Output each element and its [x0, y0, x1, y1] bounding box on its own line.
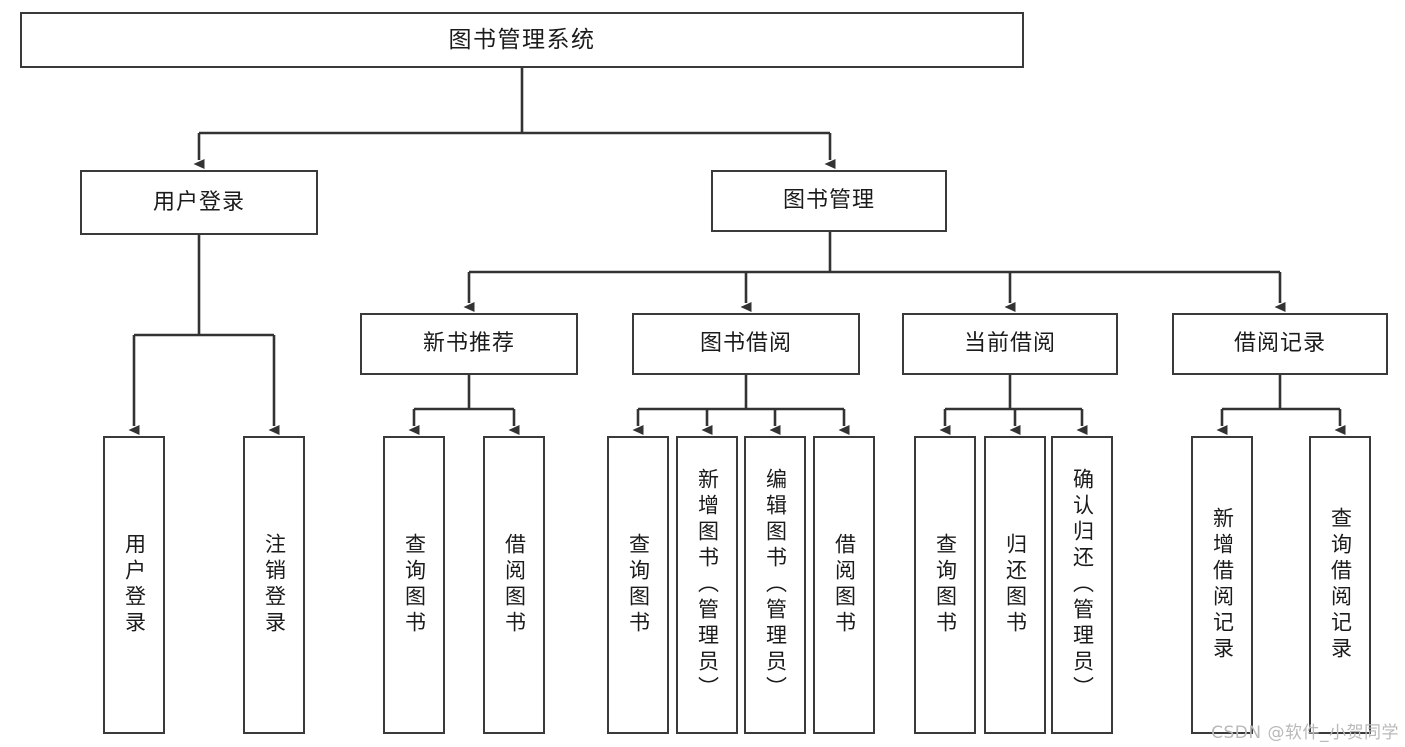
node-label: 用户登录 — [152, 189, 245, 215]
node-label: 确认归还（管理员） — [1070, 468, 1095, 702]
node-label: 借阅图书 — [832, 533, 857, 637]
leaf-current-borrow-confirm[interactable]: 确认归还（管理员） — [1051, 436, 1113, 734]
node-label: 当前借阅 — [963, 331, 1056, 357]
node-label: 新书推荐 — [422, 331, 515, 357]
node-label: 新增图书（管理员） — [695, 468, 720, 702]
leaf-book-borrow-lend[interactable]: 借阅图书 — [813, 436, 875, 734]
node-label: 编辑图书（管理员） — [763, 468, 788, 702]
node-label: 查询图书 — [402, 533, 427, 637]
leaf-book-borrow-edit[interactable]: 编辑图书（管理员） — [744, 436, 806, 734]
node-label: 查询借阅记录 — [1328, 507, 1353, 663]
node-label: 图书借阅 — [699, 331, 792, 357]
node-new-book-recommend[interactable]: 新书推荐 — [360, 313, 578, 375]
node-current-borrow[interactable]: 当前借阅 — [902, 313, 1118, 375]
leaf-user-login-signout[interactable]: 注销登录 — [243, 436, 305, 734]
node-label: 用户登录 — [122, 533, 147, 637]
watermark: CSDN @软件_小贺同学 — [1211, 723, 1399, 743]
node-root-system[interactable]: 图书管理系统 — [20, 12, 1024, 68]
node-label: 图书管理 — [782, 188, 875, 214]
node-user-login[interactable]: 用户登录 — [80, 170, 318, 235]
node-label: 查询图书 — [933, 533, 958, 637]
leaf-current-borrow-query[interactable]: 查询图书 — [914, 436, 976, 734]
node-label: 图书管理系统 — [448, 26, 596, 53]
node-label: 注销登录 — [262, 533, 287, 637]
leaf-new-book-query[interactable]: 查询图书 — [383, 436, 445, 734]
leaf-current-borrow-return[interactable]: 归还图书 — [984, 436, 1046, 734]
node-label: 借阅图书 — [502, 533, 527, 637]
node-label: 借阅记录 — [1233, 331, 1326, 357]
node-book-management[interactable]: 图书管理 — [711, 170, 947, 232]
leaf-borrow-record-query[interactable]: 查询借阅记录 — [1309, 436, 1371, 734]
leaf-user-login-signin[interactable]: 用户登录 — [103, 436, 165, 734]
leaf-book-borrow-add[interactable]: 新增图书（管理员） — [676, 436, 738, 734]
node-label: 新增借阅记录 — [1210, 507, 1235, 663]
leaf-borrow-record-add[interactable]: 新增借阅记录 — [1191, 436, 1253, 734]
node-label: 归还图书 — [1003, 533, 1028, 637]
leaf-book-borrow-query[interactable]: 查询图书 — [607, 436, 669, 734]
node-borrow-record[interactable]: 借阅记录 — [1172, 313, 1388, 375]
leaf-new-book-borrow[interactable]: 借阅图书 — [483, 436, 545, 734]
node-label: 查询图书 — [626, 533, 651, 637]
node-book-borrow[interactable]: 图书借阅 — [632, 313, 860, 375]
